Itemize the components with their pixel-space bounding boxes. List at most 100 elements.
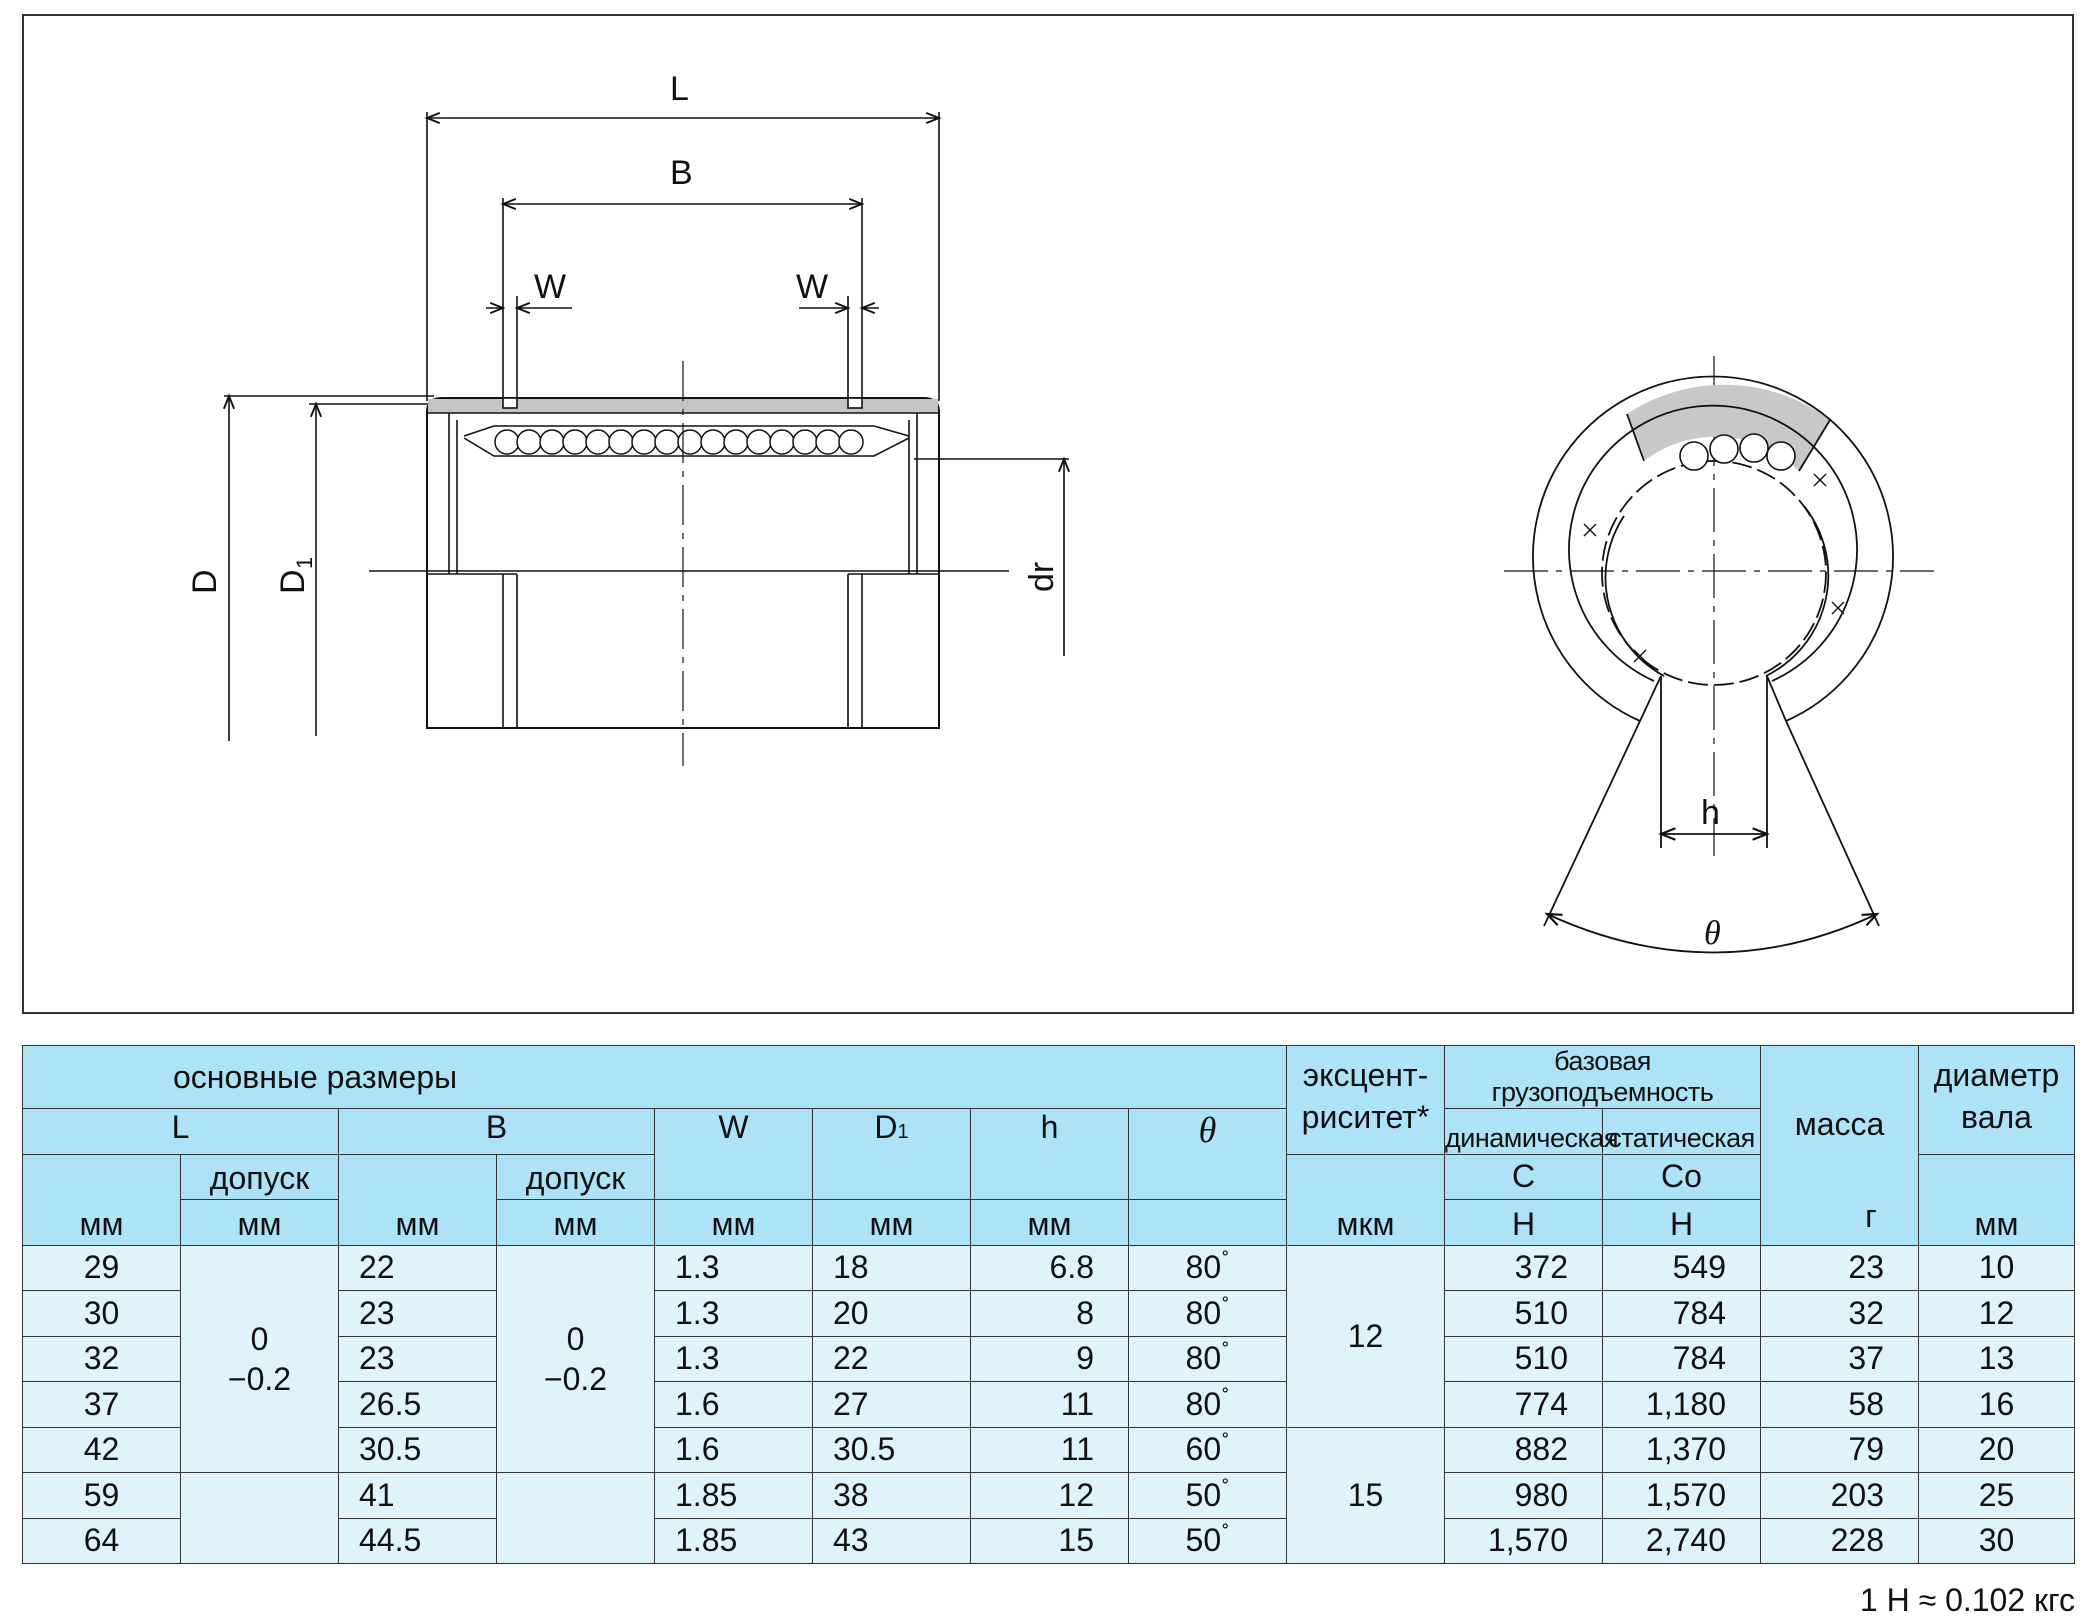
group-load-rating: базовая грузоподъемность <box>1444 1045 1761 1109</box>
unit-h: мм <box>970 1199 1129 1246</box>
B-tol-lower: −0.2 <box>543 1360 608 1397</box>
cell-D1: 18 <box>812 1244 971 1291</box>
cell-D1: 38 <box>812 1472 971 1519</box>
L-tol-lower: −0.2 <box>227 1360 292 1397</box>
cell-W: 1.6 <box>654 1381 813 1428</box>
cell-W: 1.85 <box>654 1517 813 1564</box>
cell-h: 11 <box>970 1426 1129 1473</box>
theta-value: 60 <box>1185 1431 1222 1468</box>
table-row: 30 23 1.3 20 8 80˚ 510 784 32 12 <box>22 1290 2075 1337</box>
footnote-conversion: 1 Н ≈ 0.102 кгс <box>1859 1582 2075 1618</box>
cell-shaft: 13 <box>1918 1335 2075 1382</box>
label-dr: dr <box>1023 562 1061 592</box>
col-B: B <box>338 1108 655 1155</box>
cell-mass: 79 <box>1760 1426 1919 1473</box>
unit-mass: г <box>1865 1198 1877 1234</box>
cell-mass: 203 <box>1760 1472 1919 1519</box>
unit-ecc: мкм <box>1286 1199 1445 1246</box>
col-h: h <box>970 1108 1129 1200</box>
cell-C: 774 <box>1444 1381 1603 1428</box>
theta-value: 80 <box>1185 1249 1222 1286</box>
unit-Co: Н <box>1602 1199 1761 1246</box>
shaft-line-2: вала <box>1961 1099 2032 1136</box>
header-row-2: L B W D1 h θ динамическая статическая <box>22 1108 2075 1200</box>
label-D: D <box>186 569 224 594</box>
label-W-left: W <box>534 268 566 306</box>
B-tolerance-label: допуск <box>496 1153 655 1200</box>
bearing-drawing-svg: L B W W D D 1 dr <box>186 70 1934 954</box>
header-row-units: мм мм мм мм мм мм мм мкм Н Н мм <box>22 1199 2075 1246</box>
unit-B: мм <box>338 1199 497 1246</box>
L-tolerance-label: допуск <box>180 1153 339 1200</box>
cell-shaft: 20 <box>1918 1426 2075 1473</box>
cell-theta: 80˚ <box>1128 1290 1287 1337</box>
L-tol-upper: 0 <box>250 1320 269 1357</box>
cell-mass: 228 <box>1760 1517 1919 1564</box>
cell-W: 1.3 <box>654 1290 813 1337</box>
cell-B: 30.5 <box>338 1426 497 1473</box>
theta-value: 50 <box>1185 1476 1222 1513</box>
theta-value: 80 <box>1185 1340 1222 1377</box>
cell-mass: 58 <box>1760 1381 1919 1428</box>
cell-mass: 32 <box>1760 1290 1919 1337</box>
B-unit-spacer <box>338 1153 497 1200</box>
cell-h: 12 <box>970 1472 1129 1519</box>
col-W: W <box>654 1108 813 1200</box>
cell-h: 8 <box>970 1290 1129 1337</box>
ecc-group-1: 12 <box>1286 1244 1445 1428</box>
cell-shaft: 10 <box>1918 1244 2075 1291</box>
unit-L: мм <box>22 1199 181 1246</box>
col-C: C <box>1444 1153 1603 1200</box>
cell-B: 44.5 <box>338 1517 497 1564</box>
degree-sign: ˚ <box>1222 1339 1230 1365</box>
cell-L: 29 <box>22 1244 181 1291</box>
cell-L: 32 <box>22 1335 181 1382</box>
B-tolerance: 0 −0.2 <box>496 1244 655 1473</box>
cell-mass: 23 <box>1760 1244 1919 1291</box>
cell-Co: 784 <box>1602 1290 1761 1337</box>
cell-D1: 20 <box>812 1290 971 1337</box>
cell-L: 42 <box>22 1426 181 1473</box>
cell-B: 22 <box>338 1244 497 1291</box>
side-view <box>222 111 1071 766</box>
col-D1-sub: 1 <box>897 1121 909 1143</box>
cell-h: 11 <box>970 1381 1129 1428</box>
cell-h: 6.8 <box>970 1244 1129 1291</box>
degree-sign: ˚ <box>1222 1430 1230 1456</box>
cell-W: 1.85 <box>654 1472 813 1519</box>
unit-L-tol: мм <box>180 1199 339 1246</box>
table-row: 59 41 1.85 38 12 50˚ 980 1,570 203 25 <box>22 1472 2075 1564</box>
L-tolerance: 0 −0.2 <box>180 1244 339 1473</box>
cell-D1: 43 <box>812 1517 971 1564</box>
B-tol-upper: 0 <box>566 1320 585 1357</box>
label-h: h <box>1701 794 1720 832</box>
label-theta: θ <box>1704 915 1721 952</box>
cell-Co: 784 <box>1602 1335 1761 1382</box>
side-view-labels: L B W W D D 1 dr <box>186 70 1061 594</box>
cell-shaft: 25 <box>1918 1472 2075 1519</box>
cell-theta: 50˚ <box>1128 1472 1287 1519</box>
cell-B: 41 <box>338 1472 497 1519</box>
theta-value: 80 <box>1185 1385 1222 1422</box>
cell-Co: 1,370 <box>1602 1426 1761 1473</box>
cell-D1: 22 <box>812 1335 971 1382</box>
table-row: 29 0 −0.2 22 0 −0.2 1.3 18 6.8 80˚ 12 37… <box>22 1244 2075 1473</box>
cell-W: 1.6 <box>654 1426 813 1473</box>
cell-Co: 549 <box>1602 1244 1761 1291</box>
col-eccentricity: эксцент- риситет* <box>1286 1045 1445 1155</box>
col-Co: Co <box>1602 1153 1761 1200</box>
label-D1: D <box>274 569 312 594</box>
ecc-line-2: риситет* <box>1301 1099 1430 1136</box>
L-unit-spacer <box>22 1153 181 1200</box>
cell-C: 510 <box>1444 1335 1603 1382</box>
degree-sign: ˚ <box>1222 1248 1230 1274</box>
cell-h: 15 <box>970 1517 1129 1564</box>
cell-Co: 1,570 <box>1602 1472 1761 1519</box>
table-row: 42 30.5 1.6 30.5 11 60˚ 15 882 1,370 79 … <box>22 1426 2075 1564</box>
table-row: 32 23 1.3 22 9 80˚ 510 784 37 13 <box>22 1335 2075 1382</box>
cell-C: 510 <box>1444 1290 1603 1337</box>
label-B: B <box>670 154 693 192</box>
unit-W: мм <box>654 1199 813 1246</box>
cell-Co: 1,180 <box>1602 1381 1761 1428</box>
unit-theta <box>1128 1199 1287 1246</box>
